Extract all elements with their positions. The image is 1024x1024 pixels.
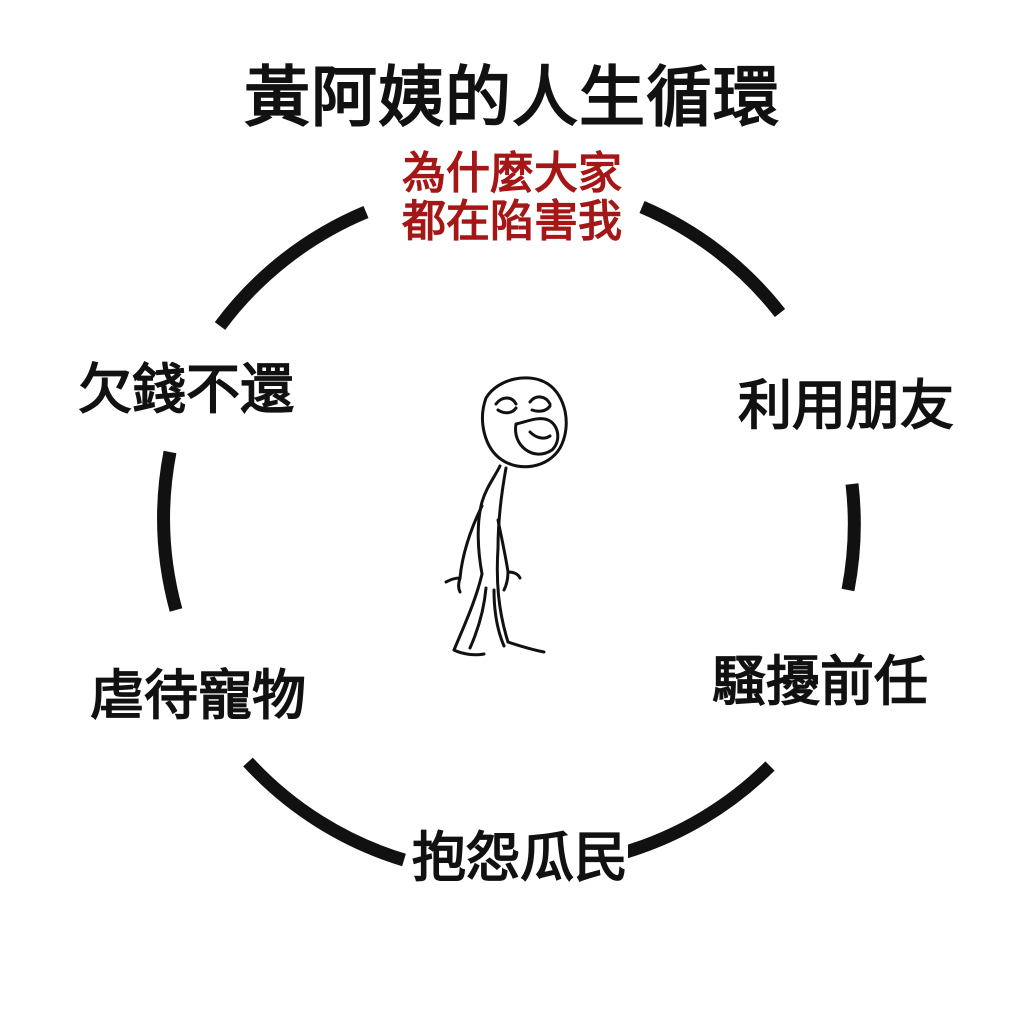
- cycle-node-bottom: 抱怨瓜民: [412, 825, 628, 889]
- cycle-node-right-lower: 騷擾前任: [712, 649, 928, 713]
- ring-arc-bottom-right: [624, 761, 775, 859]
- cycle-node-top-line2: 都在陷害我: [402, 196, 622, 247]
- ring-arc-bottom-left: [243, 757, 406, 867]
- cycle-node-top: 為什麼大家 都在陷害我: [312, 150, 712, 246]
- ring-arc-top-left: [214, 205, 369, 330]
- cycle-node-left-lower: 虐待寵物: [90, 663, 306, 727]
- cycle-node-left-upper: 欠錢不還: [78, 357, 294, 421]
- cycle-node-top-line1: 為什麼大家: [402, 148, 622, 199]
- cycle-node-right-upper: 利用朋友: [738, 373, 954, 437]
- sad-stick-figure-icon: [444, 376, 568, 657]
- diagram-title: 黃阿姨的人生循環: [244, 58, 780, 136]
- ring-arc-left: [157, 450, 183, 612]
- ring-arc-right: [841, 483, 861, 592]
- ring-arc-top-right: [639, 201, 786, 318]
